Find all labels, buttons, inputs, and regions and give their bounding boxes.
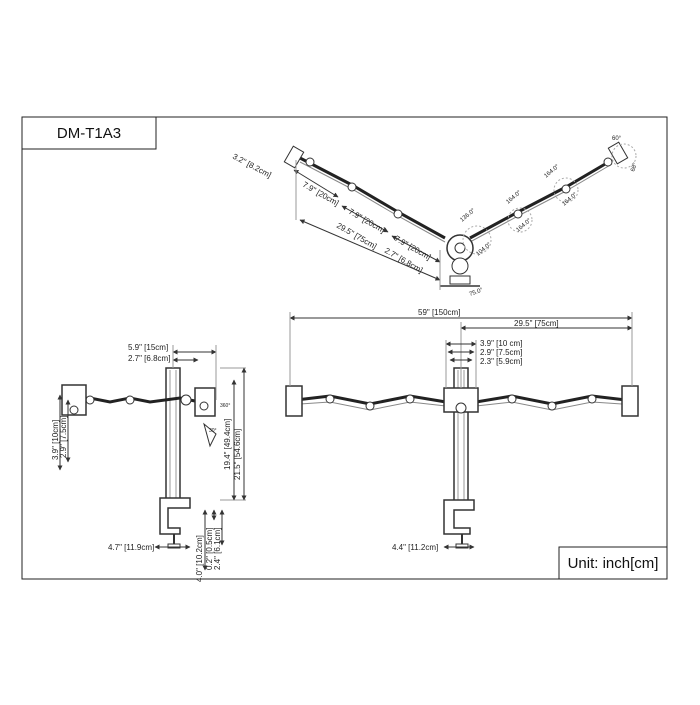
angle-68: 68° bbox=[630, 162, 639, 173]
side-clamp-depth-1: 4.0" [10.2cm] bbox=[195, 535, 204, 582]
side-top-dimension: 5.9" [15cm] bbox=[128, 343, 168, 352]
unit-label: Unit: inch[cm] bbox=[567, 554, 659, 572]
unit-box bbox=[558, 546, 668, 580]
front-vesa-plate-left bbox=[285, 385, 303, 417]
angle-164-a: 164.0° bbox=[505, 189, 523, 205]
side-height-dimension-2: 21.5" [54.6cm] bbox=[233, 429, 242, 480]
angle-136: 136.0° bbox=[459, 207, 477, 223]
angle-104: 104.0° bbox=[475, 241, 493, 257]
side-top-dimension-2: 2.7" [6.8cm] bbox=[128, 354, 170, 363]
front-clamp bbox=[443, 499, 475, 535]
front-total-width: 59" [150cm] bbox=[418, 308, 460, 317]
top-segment1-dimension: 7.9" [20cm] bbox=[301, 180, 340, 208]
side-angle-30: 30° bbox=[209, 428, 217, 434]
side-height-dimension-1: 19.4" [49.4cm] bbox=[223, 419, 232, 470]
side-view bbox=[57, 345, 247, 571]
drawing-frame bbox=[21, 116, 668, 580]
angle-60: 60° bbox=[612, 136, 622, 142]
side-left-dimension-1: 3.9" [10cm] bbox=[51, 420, 60, 460]
angle-164-d: 164.0° bbox=[561, 191, 579, 207]
front-vesa-plate-right bbox=[621, 385, 639, 417]
side-clamp-depth-3: 2.4" [6.1cm] bbox=[213, 528, 222, 570]
front-half-width: 29.5" [75cm] bbox=[514, 319, 559, 328]
side-clamp-depth-2: 0.2" [0.5cm] bbox=[205, 528, 214, 570]
front-clamp-width: 4.4" [11.2cm] bbox=[392, 543, 438, 552]
top-view-left-arm bbox=[283, 145, 446, 243]
title-box bbox=[21, 116, 157, 150]
front-dimension-a: 3.9" [10 cm] bbox=[480, 339, 522, 348]
top-view-hub bbox=[440, 234, 480, 287]
angle-164-c: 164.0° bbox=[543, 163, 561, 179]
model-title: DM-T1A3 bbox=[56, 124, 122, 142]
angle-75: 75.0° bbox=[469, 287, 485, 298]
front-dimension-c: 2.3" [5.9cm] bbox=[480, 357, 522, 366]
top-mount-dimension: 3.2" [8.2cm] bbox=[231, 152, 273, 180]
side-clamp bbox=[159, 497, 191, 535]
top-view-right-arm bbox=[469, 141, 629, 243]
front-dimension-b: 2.9" [7.5cm] bbox=[480, 348, 522, 357]
front-view bbox=[285, 312, 639, 550]
side-angle-360: 360° bbox=[220, 403, 230, 409]
side-left-dimension-2: 2.9" [7.5cm] bbox=[59, 416, 68, 458]
top-view bbox=[283, 141, 637, 290]
side-pole bbox=[165, 367, 181, 501]
side-clamp-width: 4.7" [11.9cm] bbox=[108, 543, 154, 552]
tilt-indicator bbox=[203, 422, 217, 448]
